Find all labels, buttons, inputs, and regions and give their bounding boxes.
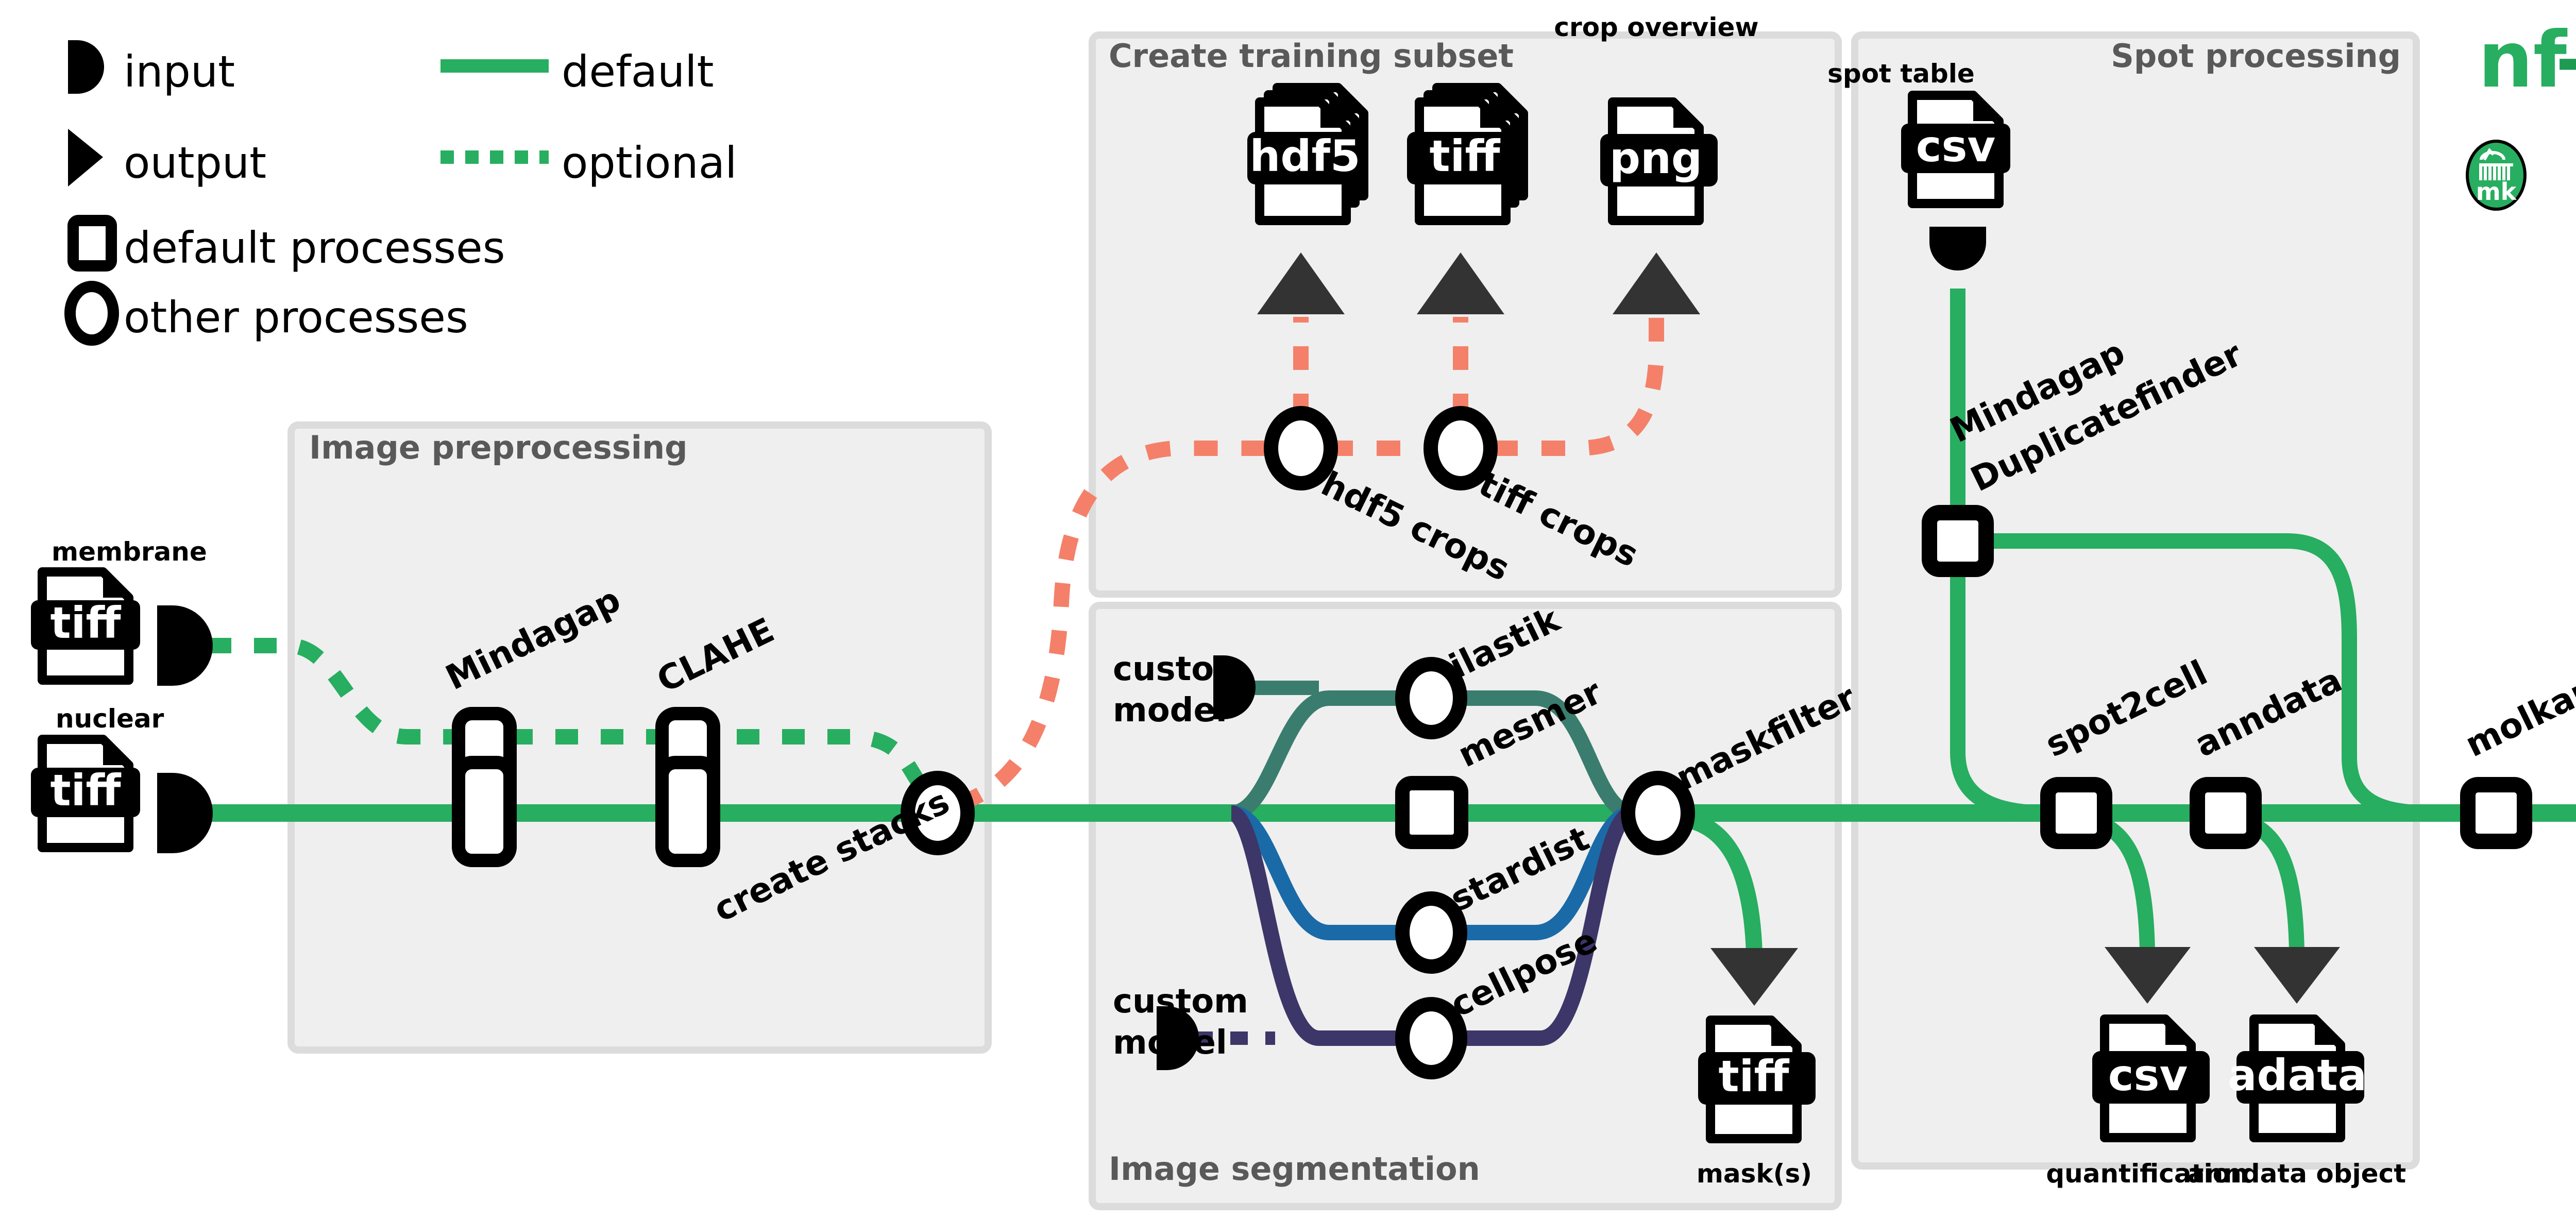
edge-training-subset-optional: [956, 314, 1664, 811]
legend-item-output: output: [68, 129, 266, 188]
square-node-icon: [67, 215, 117, 272]
circle-node-icon: [64, 281, 119, 346]
input-shape-icon: [157, 773, 213, 853]
legend-label-output: output: [124, 138, 266, 188]
output-ext-masks: tiff: [1719, 1051, 1790, 1102]
legend: input output default processes other pro…: [64, 40, 737, 346]
input-ext-nuclear: tiff: [50, 765, 122, 816]
legend-label-input: input: [124, 46, 235, 97]
legend-label-other-processes: other processes: [124, 292, 468, 343]
input-custom-model-ilastik: custom model: [1113, 650, 1256, 730]
edge-membrane-optional: [209, 638, 484, 745]
legend-label-optional-line: optional: [562, 138, 737, 188]
custom-model-label-line2: model: [1113, 691, 1227, 730]
output-ext-tiff-crops: tiff: [1430, 131, 1501, 181]
output-arrow-icon: [68, 129, 103, 187]
legend-label-default-line: default: [562, 46, 714, 97]
input-caption-spot-table: spot table: [1827, 59, 1975, 89]
input-nuclear-tiff: nuclear tiff: [31, 704, 213, 853]
legend-item-default-line: default: [440, 46, 714, 97]
legend-item-input: input: [68, 40, 235, 97]
panel-title-training-subset: Create training subset: [1109, 37, 1514, 75]
input-shape-icon: [1213, 655, 1256, 719]
mk-badge-text: mk: [2476, 178, 2517, 206]
input-shape-icon: [1929, 227, 1986, 270]
panel-title-segmentation: Image segmentation: [1109, 1150, 1480, 1188]
output-ext-adata: adata: [2228, 1050, 2367, 1101]
output-caption-masks: mask(s): [1697, 1159, 1812, 1189]
output-arrow-icon: [2105, 947, 2191, 1004]
panel-title-spot-processing: Spot processing: [2111, 37, 2401, 75]
input-shape-icon: [1157, 1006, 1199, 1070]
output-quantification: csv quantification: [2046, 947, 2249, 1189]
output-tiff-crops: tiff: [1407, 83, 1528, 314]
edge-segmentation-branches: [1195, 681, 1635, 1046]
mk-badge-icon: mk: [2466, 140, 2527, 211]
process-label-molkartqc: molkartqc: [2459, 645, 2576, 765]
legend-item-default-processes: default processes: [67, 215, 505, 273]
output-arrow-icon: [2254, 947, 2340, 1004]
output-arrow-icon: [1417, 252, 1504, 314]
legend-item-optional-line: optional: [440, 138, 737, 188]
panel-image-preprocessing: Image preprocessing: [287, 421, 992, 1054]
output-caption-crop-overview: crop overview: [1554, 12, 1758, 42]
legend-label-default-processes: default processes: [124, 223, 505, 273]
output-anndata-object: adata anndata object: [2188, 947, 2406, 1189]
panel-spot-processing: Spot processing: [1851, 31, 2420, 1170]
output-crop-overview: crop overview png: [1554, 12, 1759, 314]
input-caption-nuclear: nuclear: [56, 704, 164, 734]
output-masks: tiff mask(s): [1697, 948, 1816, 1189]
output-ext-quantification: csv: [2108, 1050, 2188, 1101]
legend-item-other-processes: other processes: [64, 281, 468, 346]
input-membrane-tiff: membrane tiff: [31, 537, 213, 686]
input-custom-model-cellpose: custom model: [1113, 983, 1248, 1070]
output-caption-quantification: quantification: [2046, 1159, 2248, 1189]
output-caption-anndata-object: anndata object: [2188, 1159, 2406, 1189]
input-ext-spot-table: csv: [1916, 121, 1996, 172]
edge-spot-processing: [1950, 289, 2432, 821]
output-arrow-icon: [1710, 948, 1798, 1006]
edge-maskfilter-to-masks: [1683, 811, 1762, 954]
nf-core-logo[interactable]: nf - core/ mk molkart: [2466, 13, 2576, 211]
logo-text-nf: nf: [2478, 15, 2568, 105]
input-shape-icon: [157, 605, 213, 686]
logo-text-hyphen: -: [2555, 15, 2576, 105]
input-spot-table-csv: spot table csv: [1827, 59, 2010, 270]
output-hdf5-crops: hdf5: [1247, 83, 1368, 314]
output-ext-png: png: [1609, 133, 1702, 183]
input-shape-icon: [68, 40, 104, 94]
input-ext-membrane: tiff: [50, 598, 122, 648]
panel-title-preprocessing: Image preprocessing: [309, 429, 687, 466]
input-caption-membrane: membrane: [52, 537, 207, 567]
output-ext-hdf5: hdf5: [1250, 131, 1361, 181]
output-arrow-icon: [1257, 252, 1345, 314]
output-arrow-icon: [1613, 252, 1700, 314]
